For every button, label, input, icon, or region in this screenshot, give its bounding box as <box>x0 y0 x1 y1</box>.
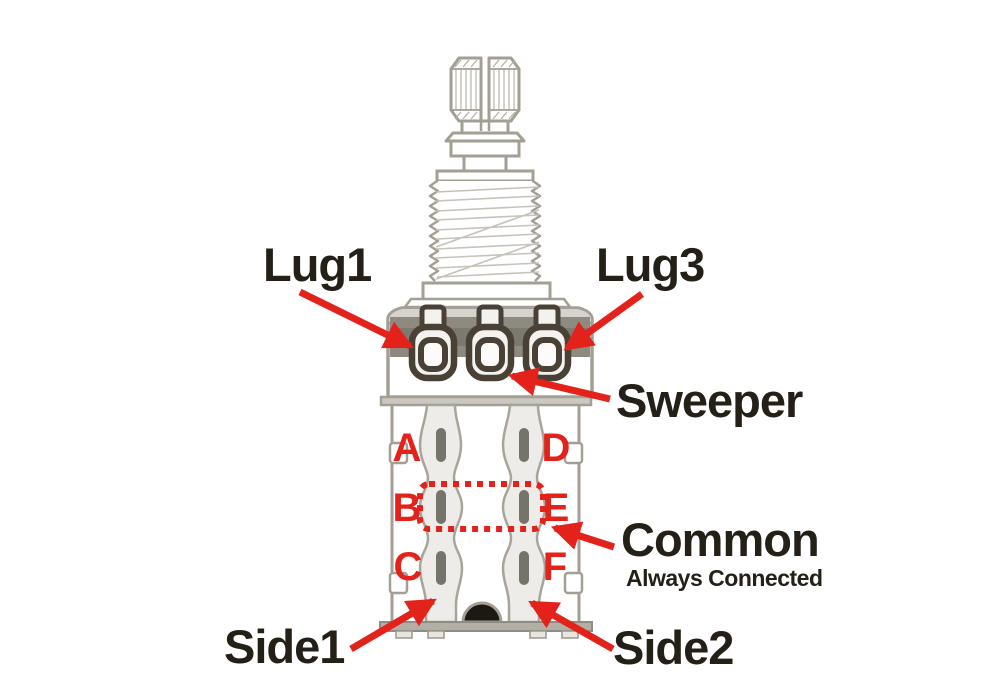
label-lug1: Lug1 <box>263 238 371 291</box>
terminal-letter-b: B <box>393 486 422 530</box>
callout-labels: Lug1 Lug3 Sweeper Common Always Connecte… <box>224 238 823 674</box>
bushing-flange <box>435 169 535 183</box>
label-common-subtitle: Always Connected <box>626 565 823 591</box>
mounting-hole <box>461 601 503 624</box>
arrow-side1 <box>349 597 437 653</box>
switch-bottom-plate <box>379 621 593 632</box>
terminal-letters: A B C D E F <box>393 426 571 589</box>
label-lug3: Lug3 <box>596 238 704 291</box>
terminal-slot-b <box>436 490 446 524</box>
latch-tab-top-left <box>388 441 409 465</box>
terminal-letter-c: C <box>394 545 423 589</box>
callout-arrows <box>298 288 645 653</box>
terminal-letter-a: A <box>393 426 422 470</box>
arrow-lug1 <box>298 288 414 350</box>
shaft-split-notch <box>479 121 491 131</box>
split-shaft <box>435 56 535 183</box>
latch-tab-bottom-left <box>388 571 409 595</box>
knurl-hatch <box>454 59 516 120</box>
latch-tab-bottom-right <box>563 571 584 595</box>
label-common: Common <box>621 513 819 566</box>
bottom-feet <box>395 630 579 639</box>
threaded-bushing <box>403 179 572 309</box>
arrow-side2 <box>528 599 615 653</box>
label-side1: Side1 <box>224 620 344 673</box>
thread-lines <box>435 186 540 280</box>
arrow-sweeper <box>507 367 611 403</box>
terminal-slot-e <box>519 490 529 524</box>
terminal-slot-a <box>436 428 446 462</box>
shaft-neck-lower <box>462 154 508 173</box>
lug3-hole <box>532 337 562 372</box>
shaft-body <box>449 139 521 158</box>
common-highlight-box <box>417 481 546 532</box>
switch-body <box>379 395 593 639</box>
knurl-bands <box>451 68 519 111</box>
lug1-hole <box>418 337 448 372</box>
bushing-base <box>421 281 552 302</box>
lug-1 <box>408 304 458 382</box>
terminal-letter-f: F <box>543 545 567 589</box>
thread-zigzag-left <box>428 179 440 282</box>
arrow-common <box>550 521 616 551</box>
terminal-slot-f <box>519 551 529 585</box>
arrow-lug3 <box>563 291 645 351</box>
terminal-slot-d <box>519 428 529 462</box>
knurl-lines <box>455 69 515 110</box>
thread-zigzag-right <box>530 179 542 282</box>
latch-tab-top-right <box>563 441 584 465</box>
lug-3 <box>522 304 572 382</box>
thread-block <box>436 181 534 281</box>
label-side2: Side2 <box>613 621 733 674</box>
terminal-letter-e: E <box>543 486 570 530</box>
sweeper-hole <box>475 337 505 372</box>
switch-top-plate <box>379 395 593 407</box>
terminal-slot-c <box>436 551 446 585</box>
label-sweeper: Sweeper <box>616 374 803 427</box>
lug-sweeper <box>465 304 515 382</box>
terminal-letter-d: D <box>542 426 571 470</box>
